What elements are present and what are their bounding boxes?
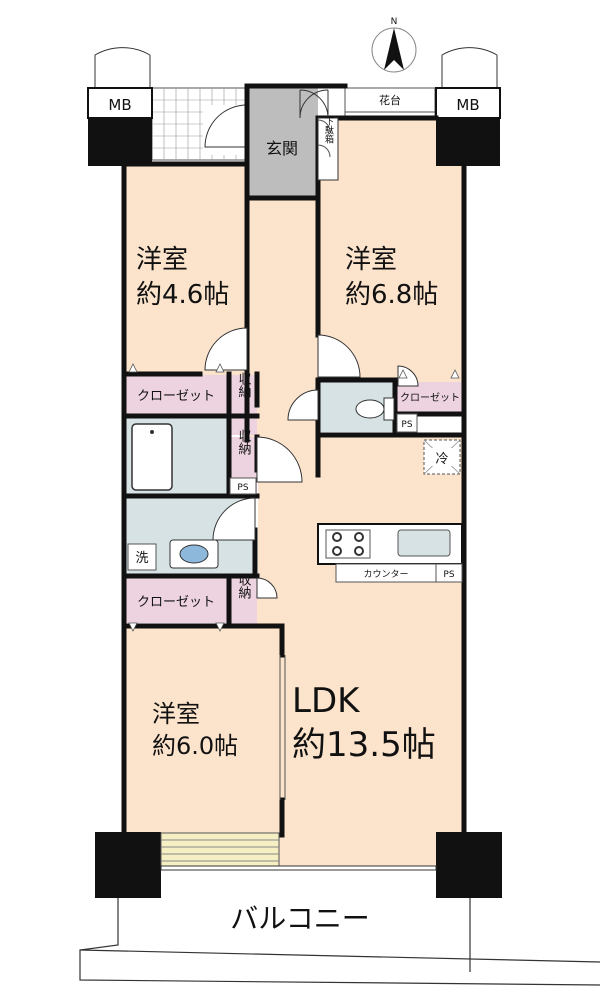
mb-left	[87, 47, 153, 166]
compass-north-label: N	[391, 17, 398, 27]
shoe-box	[317, 117, 339, 181]
mb-right	[435, 47, 501, 166]
room-sw-size: 約6.0帖	[152, 732, 238, 760]
storage-1-floor	[230, 375, 257, 435]
kitchen	[317, 523, 463, 583]
room-nw-name: 洋室	[136, 245, 188, 275]
ps-box-2	[229, 477, 257, 495]
compass	[371, 27, 417, 73]
balcony-label: バルコニー	[230, 902, 369, 935]
closet-1-label: クローゼット	[137, 389, 215, 404]
storage-1-label: 収納	[236, 372, 252, 399]
shoe-box-doors	[317, 119, 331, 158]
closet-3-floor	[125, 578, 229, 623]
fridge-space	[423, 439, 461, 475]
pillar-se	[436, 832, 502, 898]
ps-3-label: PS	[443, 570, 454, 580]
flower-box-label: 花台	[379, 93, 401, 107]
genkan-label: 玄関	[266, 139, 298, 158]
ps-1-label: PS	[401, 420, 412, 430]
closet-marks	[128, 363, 460, 632]
ldk-name: LDK	[292, 681, 361, 721]
room-sw-floor	[125, 628, 281, 833]
room-nw-size: 約4.6帖	[136, 280, 229, 310]
shoe-box-label: 下駄箱	[323, 117, 334, 145]
storage-3-floor	[230, 578, 257, 626]
ps-2-label: PS	[237, 483, 248, 493]
storage-3-label: 収納	[236, 573, 252, 600]
south-window-line	[160, 865, 437, 871]
balcony-outline	[79, 898, 600, 986]
closet-2-label: クローゼット	[400, 392, 460, 404]
mb-right-label: MB	[456, 96, 479, 114]
room-ne-size: 約6.8帖	[345, 280, 438, 310]
genkan-door	[299, 89, 329, 119]
room-ne-name: 洋室	[345, 245, 397, 275]
room-sw-name: 洋室	[152, 700, 200, 728]
closet-2-floor	[395, 382, 464, 414]
bathtub	[131, 423, 173, 491]
toilet	[355, 397, 395, 421]
ps-box-1	[396, 413, 418, 433]
doors	[204, 327, 419, 599]
genkan-floor-lower	[301, 88, 318, 198]
terrace-door-swing	[204, 104, 248, 148]
genkan-floor	[249, 88, 301, 198]
washer-label: 洗	[135, 551, 148, 566]
pillar-sw	[95, 832, 161, 898]
washer	[127, 543, 157, 571]
closet-1-floor	[125, 375, 229, 415]
storage-2-label: 収納	[236, 429, 252, 456]
sw-window-step	[160, 832, 280, 867]
counter-label: カウンター	[363, 569, 408, 580]
ldk-floor-upper	[318, 437, 464, 867]
mb-left-label: MB	[108, 96, 131, 114]
fridge-label: 冷	[435, 452, 448, 467]
ldk-size: 約13.5帖	[292, 725, 436, 765]
closet-3-label: クローゼット	[137, 595, 215, 610]
